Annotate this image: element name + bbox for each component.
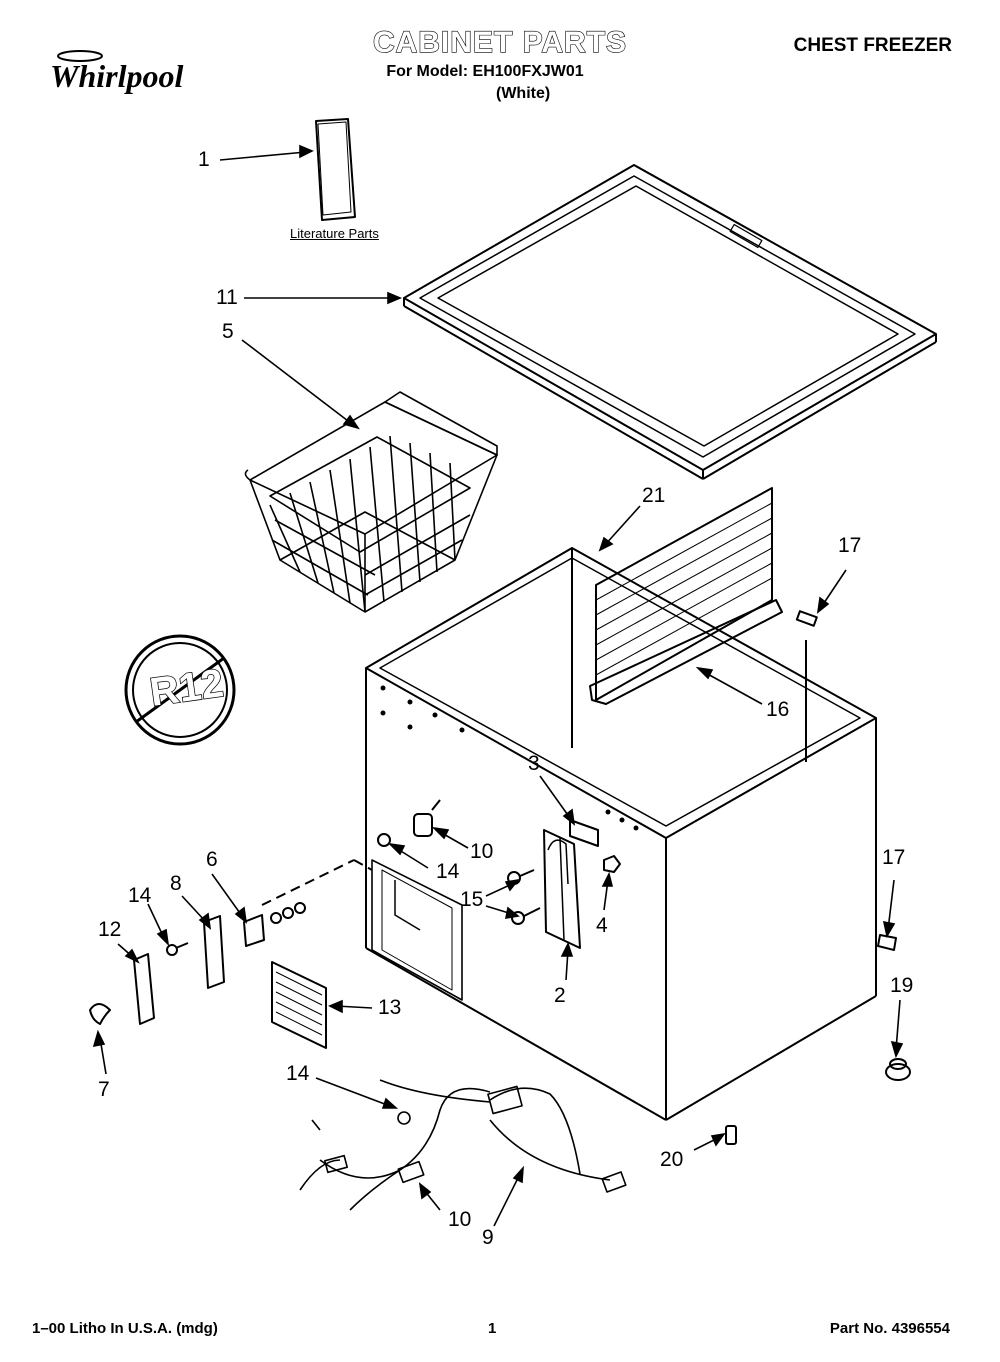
callout-21: 21 [642, 484, 666, 507]
model-line: For Model: EH100FXJW01 [386, 63, 584, 80]
bracket-screw [166, 942, 189, 956]
callout-4: 4 [596, 914, 608, 937]
hinge-nut [603, 855, 621, 873]
leader-lines [92, 144, 904, 1227]
control-plate [133, 953, 155, 1025]
callout-9: 9 [482, 1226, 494, 1249]
callout-13: 13 [378, 996, 402, 1019]
callout-7: 7 [98, 1078, 110, 1101]
hinge-assembly [543, 819, 599, 949]
wiring-harness [299, 1079, 627, 1211]
callout-1: 1 [198, 148, 210, 171]
leveling-foot [885, 1058, 911, 1081]
footer-part-number: Part No. 4396554 [829, 1320, 950, 1337]
callout-20: 20 [660, 1148, 684, 1171]
freezer-cabinet [365, 547, 877, 1121]
callout-8: 8 [170, 872, 182, 895]
thermostat [243, 859, 373, 947]
callout-6: 6 [206, 848, 218, 871]
thermostat-bracket [203, 915, 225, 989]
callout-14-left: 14 [128, 884, 152, 907]
thermostat-knob [89, 1003, 111, 1025]
callout-2: 2 [554, 984, 566, 1007]
callout-15: 15 [460, 888, 484, 911]
callout-19: 19 [890, 974, 914, 997]
callout-12: 12 [98, 918, 122, 941]
freezer-lid [403, 164, 937, 480]
page-title: CABINET PARTS [372, 25, 628, 59]
literature-parts-label: Literature Parts [290, 226, 379, 241]
wire-basket [244, 391, 498, 613]
callout-14-bottom: 14 [286, 1062, 310, 1085]
callout-16: 16 [766, 698, 790, 721]
callout-3: 3 [528, 752, 540, 775]
divider-panel [589, 487, 783, 705]
vent-grille [271, 961, 327, 1049]
thermistor-clip [795, 610, 818, 627]
drain-plug [725, 1125, 737, 1145]
footer-page-number: 1 [488, 1320, 497, 1337]
brand-logo: Whirlpool [50, 58, 184, 94]
footer-litho: 1–00 Litho In U.S.A. (mdg) [32, 1320, 218, 1337]
mount-screw [377, 833, 391, 847]
callout-10-top: 10 [470, 840, 494, 863]
relay-component [413, 799, 441, 837]
whirlpool-swoosh-icon [57, 50, 103, 62]
callout-17-side: 17 [882, 846, 906, 869]
thermistor-clip-side [877, 934, 897, 951]
callout-11: 11 [216, 286, 238, 309]
model-variant: (White) [496, 85, 551, 102]
callout-17-top: 17 [838, 534, 862, 557]
literature-booklet [315, 118, 356, 221]
product-category: CHEST FREEZER [793, 35, 952, 56]
callout-10-bottom: 10 [448, 1208, 472, 1231]
callout-14-mid: 14 [436, 860, 460, 883]
no-r12-symbol [124, 634, 236, 746]
callout-5: 5 [222, 320, 234, 343]
